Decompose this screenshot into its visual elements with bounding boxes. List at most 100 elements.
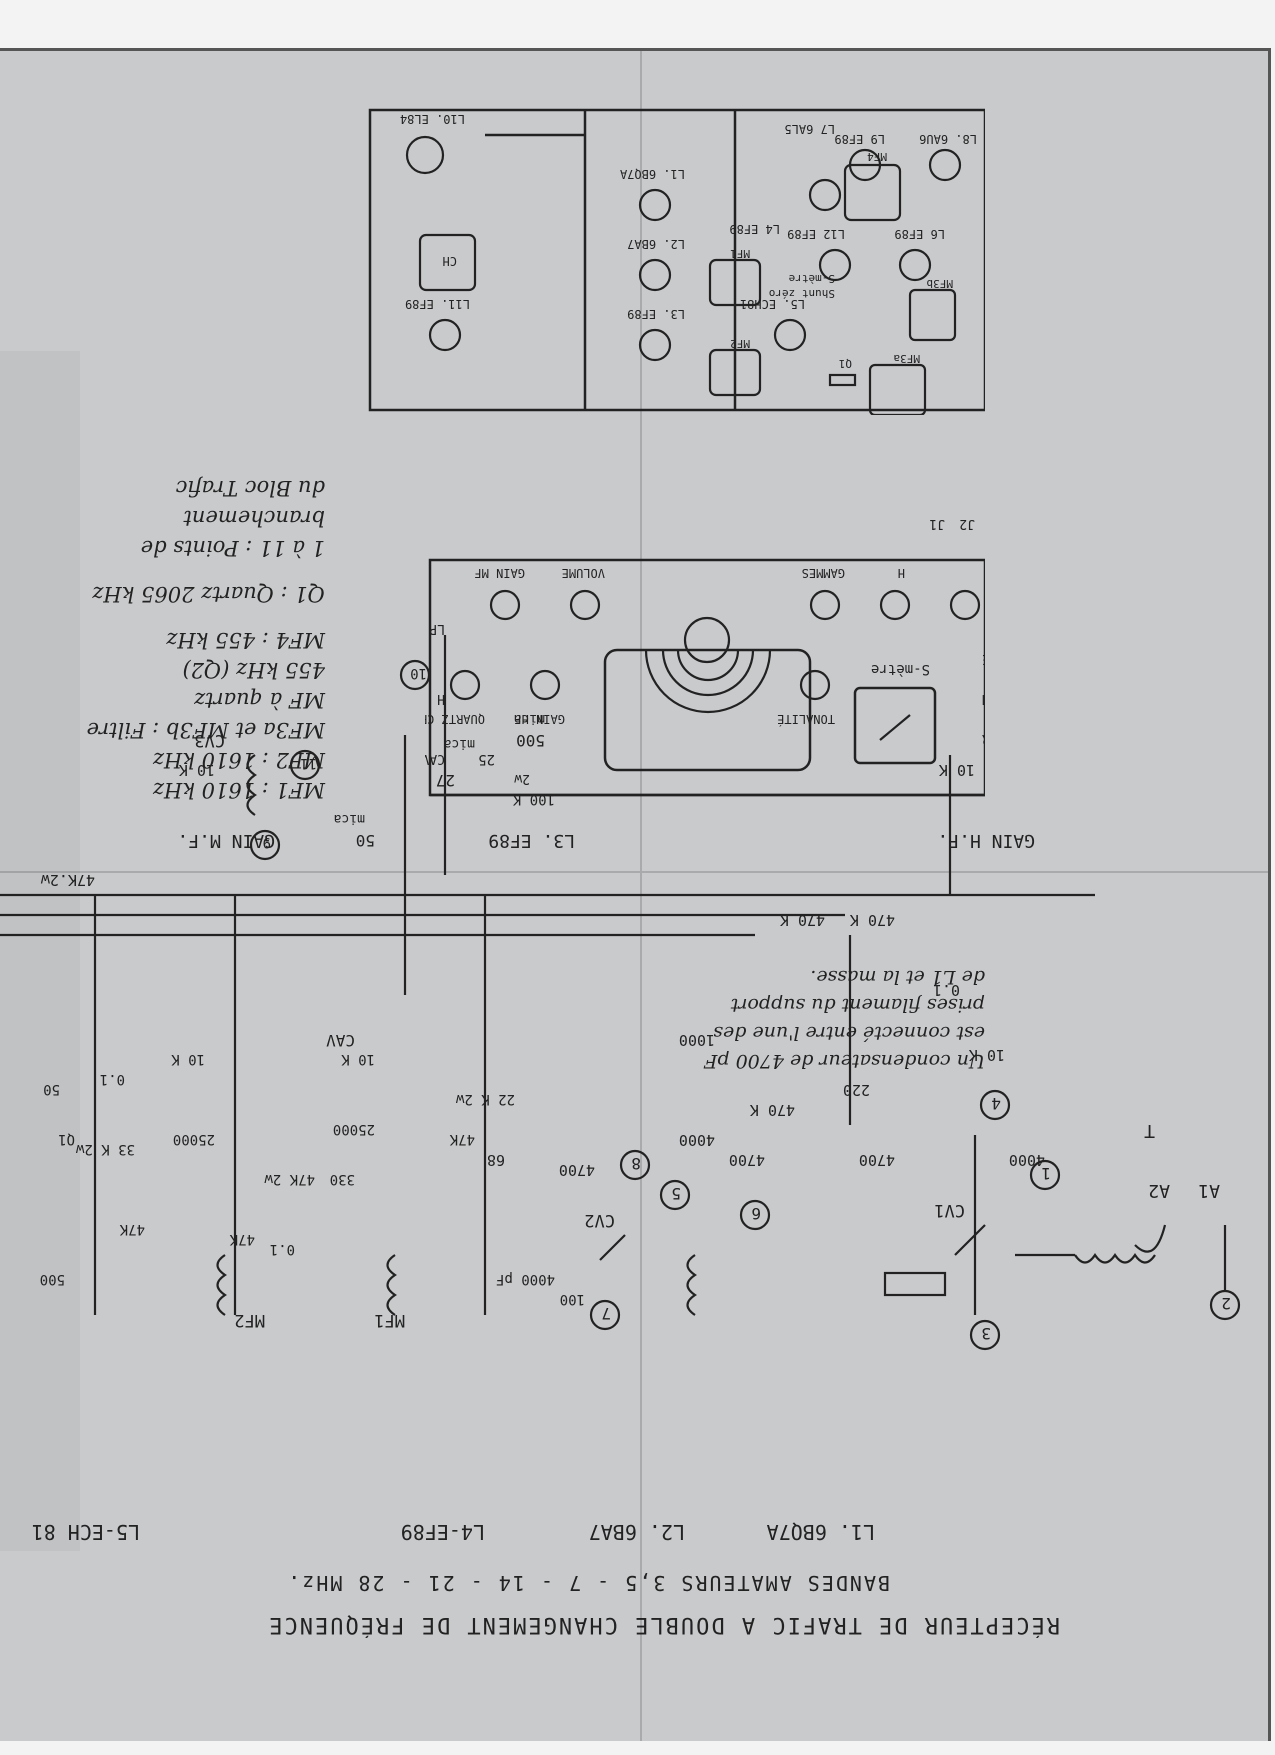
dial-arc-3 <box>676 649 740 682</box>
chassis-l4: L4 EF89 <box>729 222 780 236</box>
c-500: 500 <box>516 731 545 750</box>
legend-points: 1 à 11 : Points de <box>140 536 325 560</box>
knob-4[interactable] <box>569 589 601 621</box>
antenna-switch-arc <box>1134 1224 1167 1253</box>
input-coil <box>1074 1253 1156 1264</box>
chassis-ch: CH <box>443 254 457 268</box>
point-1: 1 <box>1041 1164 1051 1183</box>
r-47k-2w-b: 47K 2w <box>264 1171 315 1187</box>
tuning-knob[interactable] <box>683 616 731 664</box>
cv2-arrow <box>599 1234 626 1261</box>
jack-m: M <box>982 691 985 706</box>
knob-2[interactable] <box>879 589 911 621</box>
knob-1[interactable] <box>949 589 981 621</box>
r-470k-l1: 470 K <box>750 1101 795 1119</box>
point-7-circle <box>589 1299 621 1331</box>
tube-l1: L1. 6BQ7A <box>767 1520 875 1544</box>
r-47k-l2: 47K <box>449 1131 475 1147</box>
knob-quartz[interactable] <box>449 669 481 701</box>
tube-l4: L4-EF89 <box>401 1520 485 1544</box>
point-6-circle <box>739 1199 771 1231</box>
r-330: 330 <box>330 1171 355 1187</box>
receiver-schematic: L1. 6BQ7A L2. 6BA7 L4-EF89 L5-ECH 81 2 A… <box>0 735 1241 1544</box>
r-2w: 2w <box>514 771 530 786</box>
c-25-mica: mica <box>444 736 475 751</box>
c-50-mica: mica <box>334 811 365 826</box>
c-500-l5: 500 <box>40 1271 65 1287</box>
note-text: Un condensateur de 4700 pF est connecté … <box>704 963 985 1075</box>
legend-mf2: MF2 : 1610 kHz <box>152 748 325 772</box>
point-3-circle <box>969 1319 1001 1351</box>
tube-socket-l7 <box>808 178 842 212</box>
point-9-circle <box>249 829 281 861</box>
chassis-mf3a: MF3a <box>894 352 921 365</box>
chassis-l8: L8. 6AU6 <box>919 132 977 146</box>
point-5: 5 <box>671 1184 681 1203</box>
legend-points-2: branchement <box>183 506 325 530</box>
jack-r: R <box>982 731 985 746</box>
chassis-mf4: MF4 <box>867 150 887 163</box>
label-cav: CAV <box>326 1031 355 1050</box>
knob-gain-hf[interactable] <box>529 669 561 701</box>
knob-label-tonalite: TONALITÉ <box>777 712 835 727</box>
l1-resistor <box>883 1271 947 1297</box>
front-panel-outline <box>428 558 985 797</box>
knob-tonalite[interactable] <box>799 669 831 701</box>
mf1-coil <box>386 1254 397 1316</box>
chassis-mf2: MF2 <box>730 337 750 350</box>
chassis-l9: L9 EF89 <box>834 132 885 146</box>
legend-mf1: MF1 : 1610 kHz <box>152 778 325 802</box>
label-gain-hf: GAIN H.F. <box>937 830 1035 851</box>
chassis-l12: L12 EF89 <box>787 227 845 241</box>
r-1000: 1000 <box>679 1031 715 1049</box>
paper-crease-shadow <box>0 351 80 1551</box>
chassis-mf1: MF1 <box>730 247 750 260</box>
mf2-coil <box>216 1254 227 1316</box>
point-1-circle <box>1029 1159 1061 1191</box>
c-50-l5: 50 <box>43 1081 60 1097</box>
point-9: 9 <box>263 834 271 850</box>
c-4700-l2: 4700 <box>559 1161 595 1179</box>
point-8-circle <box>619 1149 651 1181</box>
label-a2: A2 <box>1148 1180 1170 1201</box>
chassis-l10: L10. EL84 <box>400 112 465 126</box>
chassis-mf3b: MF3b <box>927 277 954 290</box>
knob-label-quartz: QUARTZ CR <box>425 712 485 726</box>
legend-mf3b: MF à quartz <box>194 688 325 712</box>
chassis-l5: L5. ECH81 <box>740 297 805 311</box>
point-6: 6 <box>751 1204 761 1223</box>
label-l3: L3. EF89 <box>488 830 575 851</box>
mf1-box <box>708 258 762 307</box>
note-line-3: prises filament du support <box>730 994 985 1016</box>
front-panel-drawing: S-mètre GAIN MF VOLUME GAMMES H QUARTZ C… <box>425 516 985 797</box>
chassis-outline <box>368 108 985 412</box>
chassis-l3: L3. EF89 <box>627 307 685 321</box>
c-4000pf: 4000 pF <box>496 1271 555 1287</box>
tube-socket-l8 <box>928 148 962 182</box>
s-meter-needle <box>879 714 911 741</box>
cv1-arrow <box>954 1224 986 1256</box>
tube-socket-l2 <box>638 258 672 292</box>
jack-lp: LP <box>429 621 445 636</box>
point-11-circle <box>289 749 321 781</box>
chassis-l11: L11. EF89 <box>405 297 470 311</box>
knob-5[interactable] <box>489 589 521 621</box>
title-line-2: BANDES AMATEURS 3,5 - 7 - 14 - 21 - 28 M… <box>286 1571 890 1595</box>
label-a1: A1 <box>1198 1180 1220 1201</box>
r-100: 100 <box>560 1291 585 1307</box>
knob-label-s-metre: S-mètre <box>871 661 930 677</box>
r-10k-l5: 10 K <box>171 1051 205 1067</box>
title-line-1: RÉCEPTEUR DE TRAFIC A DOUBLE CHANGEMENT … <box>267 1612 1060 1637</box>
c-0-1-l5: 0.1 <box>100 1071 125 1087</box>
knob-3[interactable] <box>809 589 841 621</box>
label-cv2: CV2 <box>584 1210 615 1230</box>
r-10k-input: 10 K <box>969 1046 1005 1064</box>
c-27: 27 <box>436 771 455 790</box>
mf3b-box <box>908 288 957 342</box>
point-4-circle <box>979 1089 1011 1121</box>
legend-points-3: du Bloc Trafic <box>175 476 325 500</box>
osc-section: 500 mica 27 50 mica 10 11 9 CV3 <box>194 635 545 875</box>
legend-mf3c: 455 kHz (Q2) <box>182 658 326 682</box>
label-cv3: CV3 <box>194 730 225 750</box>
